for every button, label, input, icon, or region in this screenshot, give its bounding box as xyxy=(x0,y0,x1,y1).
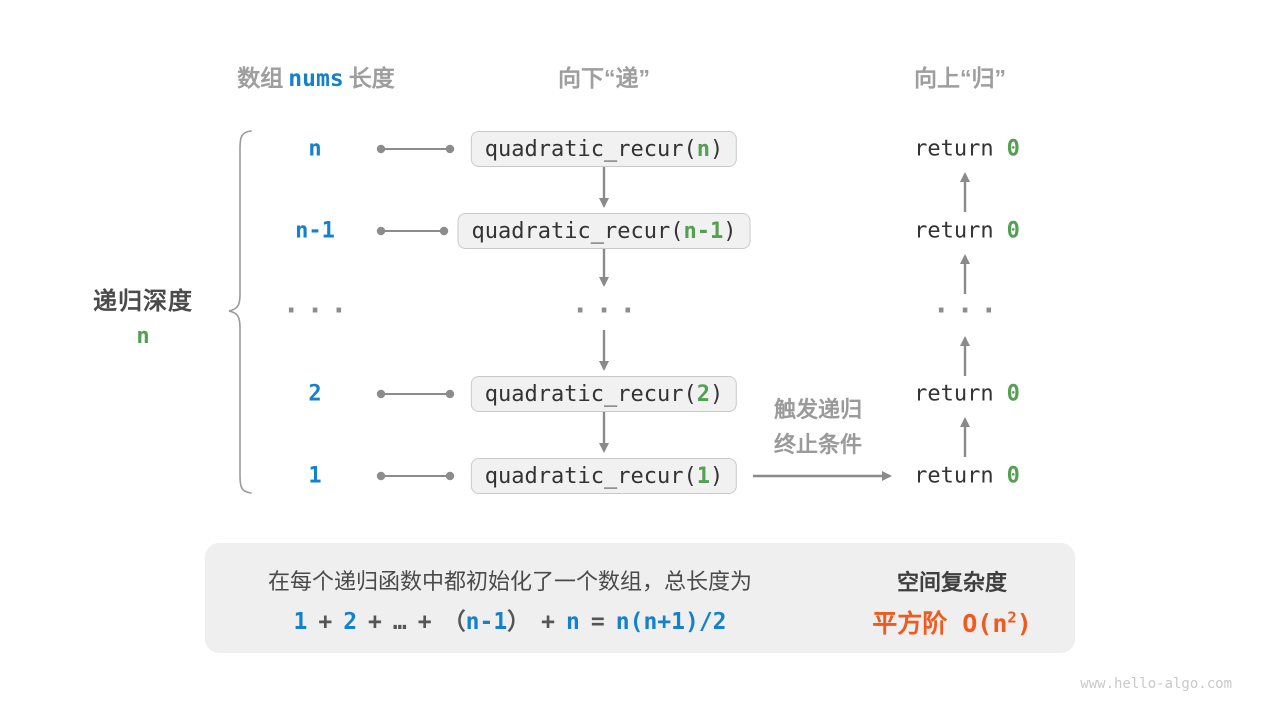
return-value: 0 xyxy=(1006,381,1020,407)
formula-token: … xyxy=(392,609,407,635)
space-complexity-value: 平方阶 O(n2) xyxy=(872,604,1032,640)
header-array-prefix: 数组 xyxy=(237,65,284,91)
formula-token: （ xyxy=(442,609,466,635)
func-close: ) xyxy=(723,218,737,244)
func-arg: 1 xyxy=(696,463,710,489)
return-value: 0 xyxy=(1006,136,1020,162)
func-close: ) xyxy=(709,381,724,407)
formula-token: n(n+1)/2 xyxy=(615,609,727,635)
return-keyword: return xyxy=(914,463,994,489)
formula-token: + xyxy=(368,609,382,635)
depth-brace xyxy=(228,130,252,494)
complexity-prefix: 平方阶 O(n xyxy=(872,609,1008,638)
func-name: quadratic_recur( xyxy=(484,136,697,162)
space-complexity-title: 空间复杂度 xyxy=(896,570,1008,595)
header-nums-code: nums xyxy=(288,66,344,92)
formula-token: = xyxy=(590,609,605,635)
ellipsis-calls: ··· xyxy=(571,293,644,327)
return-keyword: return xyxy=(914,218,994,244)
base-case-label: 触发递归 终止条件 xyxy=(774,392,862,462)
depth-title: 递归深度 xyxy=(93,288,193,315)
column-header-recurse: 向下“递” xyxy=(558,65,650,91)
return-value: 0 xyxy=(1006,218,1020,244)
row-label-2: 2 xyxy=(308,381,322,407)
summary-formula: 1 + 2 + … + （ n-1 ） + n = n(n+1)/2 xyxy=(293,602,726,636)
ellipsis-returns: ··· xyxy=(932,293,1005,327)
func-name: quadratic_recur( xyxy=(471,218,684,244)
formula-token: + xyxy=(318,609,333,635)
base-case-line2: 终止条件 xyxy=(773,432,863,457)
call-box-n-1: quadratic_recur(n-1) xyxy=(457,213,751,249)
func-name: quadratic_recur( xyxy=(484,381,697,407)
return-statement-n-1: return 0 xyxy=(914,219,1020,244)
label-connectors xyxy=(376,144,455,481)
func-name: quadratic_recur( xyxy=(484,463,697,489)
func-close: ) xyxy=(709,463,724,489)
formula-paren-group: （ n-1 ） xyxy=(443,602,531,636)
func-arg: n xyxy=(696,136,710,162)
call-box-2: quadratic_recur(2) xyxy=(470,376,738,412)
formula-token: + xyxy=(541,609,556,635)
func-close: ) xyxy=(709,136,724,162)
summary-box xyxy=(205,543,1075,653)
formula-token: 1 xyxy=(293,609,308,635)
column-header-return: 向上“归” xyxy=(914,65,1006,91)
base-case-line1: 触发递归 xyxy=(773,397,863,422)
formula-token: n-1 xyxy=(465,609,508,635)
func-arg: n-1 xyxy=(683,218,724,244)
depth-value: n xyxy=(136,324,150,349)
formula-token: ） xyxy=(507,609,531,635)
return-statement-n: return 0 xyxy=(914,137,1020,162)
complexity-exponent: 2 xyxy=(1007,608,1017,627)
watermark: www.hello-algo.com xyxy=(1080,676,1232,692)
complexity-suffix: ) xyxy=(1016,609,1032,638)
return-keyword: return xyxy=(914,381,994,407)
row-label-1: 1 xyxy=(308,463,322,489)
call-box-1: quadratic_recur(1) xyxy=(470,458,738,494)
ellipsis-labels: ··· xyxy=(282,293,355,327)
formula-token: n xyxy=(566,609,580,635)
formula-token: 2 xyxy=(343,609,358,635)
return-value: 0 xyxy=(1006,463,1020,489)
return-statement-1: return 0 xyxy=(914,464,1020,489)
header-array-suffix: 长度 xyxy=(348,65,395,91)
return-keyword: return xyxy=(914,136,994,162)
call-box-n: quadratic_recur(n) xyxy=(470,131,738,167)
row-label-n-1: n-1 xyxy=(295,218,335,244)
row-label-n: n xyxy=(308,136,322,162)
recursion-depth-label: 递归深度 n xyxy=(93,281,193,349)
summary-text: 在每个递归函数中都初始化了一个数组，总长度为 xyxy=(267,569,753,594)
return-statement-2: return 0 xyxy=(914,382,1020,407)
formula-token: + xyxy=(417,609,432,635)
func-arg: 2 xyxy=(696,381,710,407)
